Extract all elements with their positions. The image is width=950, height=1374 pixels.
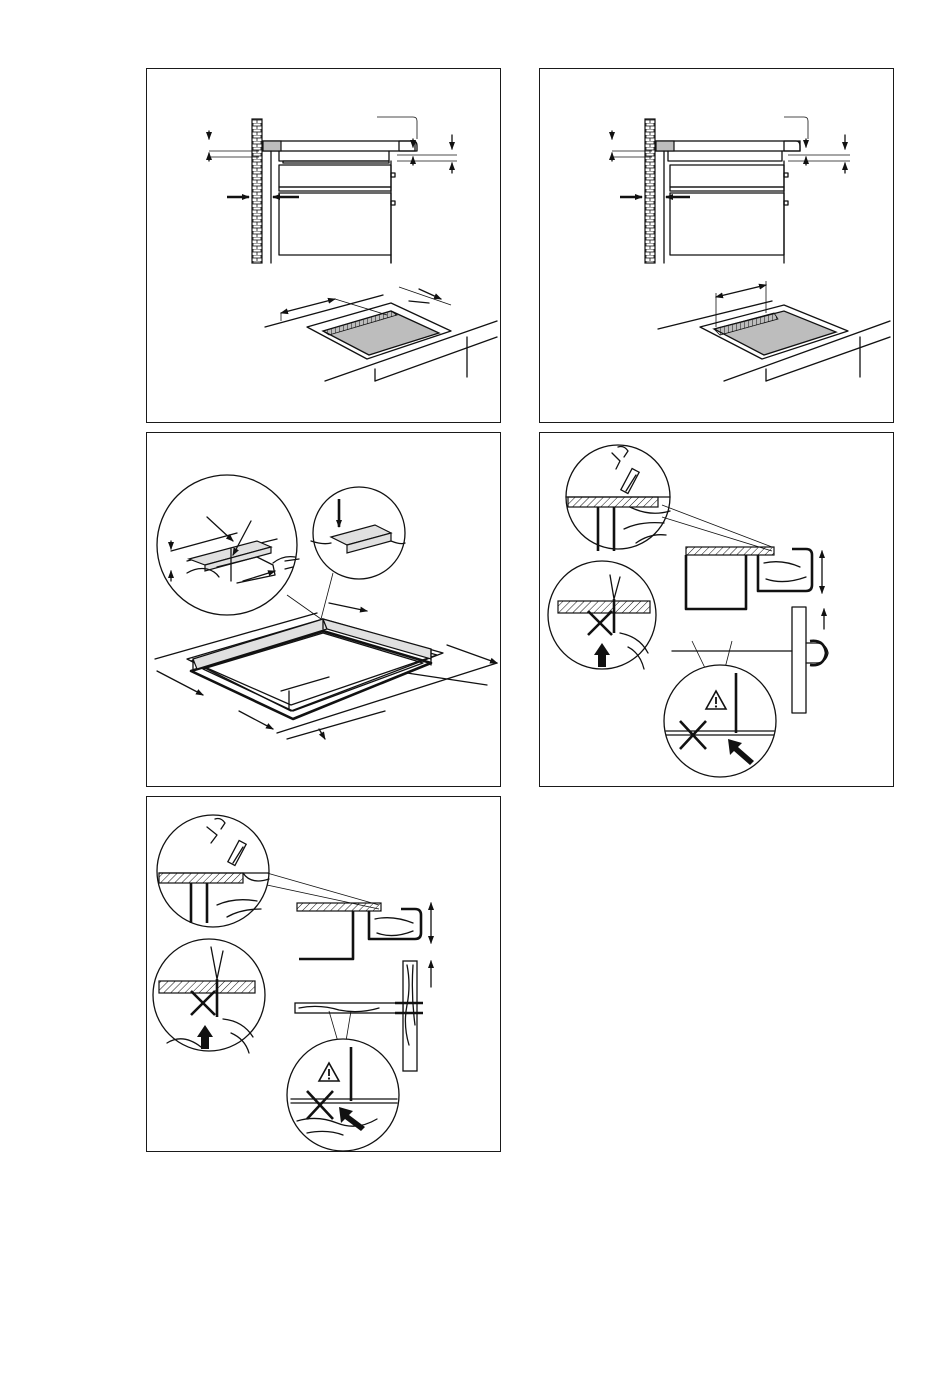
hob-clearance-narrow-drawing [540,69,895,424]
figure-silicone-worktop-edge-panel [146,796,501,1152]
brick-wall [645,119,655,263]
figure-silicone-worktop-edge [539,432,894,787]
silicone-worktop-edge-drawing [540,433,895,788]
detail-circle-tape [157,475,297,615]
brick-wall [252,119,262,263]
figure-hob-clearance [146,68,501,423]
figure-seal-tape [146,432,501,787]
detail-circle-warning [287,1039,399,1151]
figure-hob-clearance-narrow [539,68,894,423]
seal-tape-drawing [147,433,502,788]
silicone-worktop-edge-panel-drawing [147,797,502,1153]
hob-clearance-drawing [147,69,502,424]
